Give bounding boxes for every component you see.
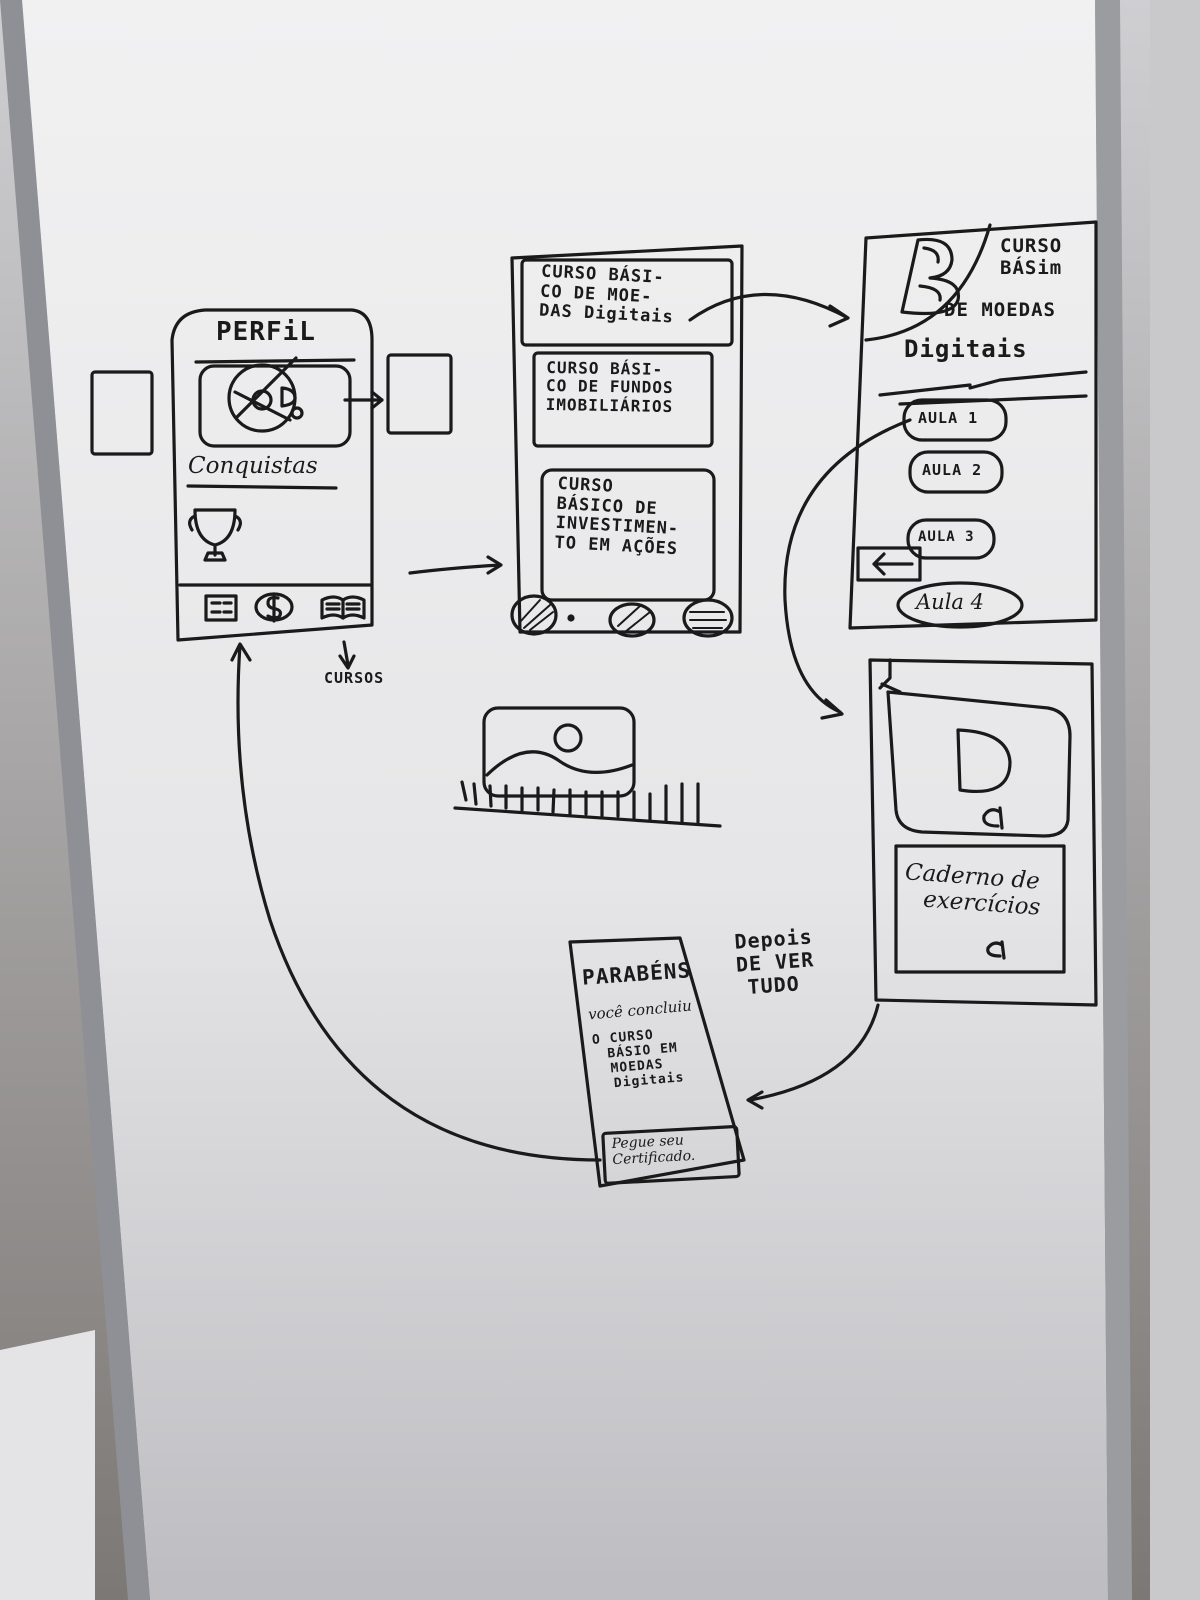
coin-icon[interactable] bbox=[254, 592, 294, 623]
right-frame-rail bbox=[1095, 0, 1132, 1600]
completion-to-perfil-arrow bbox=[230, 642, 602, 1162]
perfil-header-divider bbox=[194, 358, 356, 364]
course-card-acoes[interactable] bbox=[540, 468, 716, 602]
course-card-moedas[interactable] bbox=[520, 258, 734, 347]
lesson-1-button[interactable] bbox=[902, 398, 1008, 442]
list-icon[interactable] bbox=[204, 594, 238, 622]
detail-title-line-1: CURSO bbox=[1000, 235, 1063, 257]
course-list-phone-frame bbox=[510, 244, 744, 634]
detail-title-line-2: BÁSim bbox=[1000, 256, 1063, 279]
course-fundos-line-3: IMOBILIÁRIOS bbox=[545, 394, 674, 416]
course-card-moedas-text: CURSO BÁSI- CO DE MOE- DAS Digitais bbox=[539, 262, 677, 329]
lesson-3-label: AULA 3 bbox=[918, 529, 975, 545]
nav-circle-1[interactable] bbox=[510, 594, 558, 636]
right-wall bbox=[1150, 0, 1200, 1600]
course-detail-phone-frame bbox=[848, 220, 1098, 630]
caderno-exercicios-card[interactable] bbox=[894, 844, 1066, 974]
cursos-arrow bbox=[338, 640, 356, 670]
side-note: Depois DE VER TUDO bbox=[734, 924, 817, 999]
lesson-4-button[interactable] bbox=[896, 581, 1024, 629]
certificate-button[interactable] bbox=[601, 1125, 741, 1185]
course-card-fundos-text: CURSO BÁSI- CO DE FUNDOS IMOBILIÁRIOS bbox=[545, 358, 675, 416]
back-arrow-icon[interactable] bbox=[856, 546, 922, 582]
next-screen-frame bbox=[386, 353, 453, 435]
lesson-2-button[interactable] bbox=[908, 450, 1004, 494]
left-frame-rail bbox=[0, 0, 150, 1600]
video-logo-icon bbox=[956, 728, 1012, 830]
perfil-title: PERFiL bbox=[216, 317, 316, 347]
congrats-course-text: O CURSO BÁSIO EM MOEDAS Digitais bbox=[591, 1026, 685, 1093]
course-card-fundos[interactable] bbox=[532, 351, 714, 448]
image-placeholder-icon bbox=[453, 706, 722, 828]
detail-title-part-3: Digitais bbox=[904, 335, 1028, 363]
lesson-1-label: AULA 1 bbox=[918, 409, 979, 427]
detail-to-lesson-arrow bbox=[783, 418, 912, 720]
conquistas-underline bbox=[186, 484, 338, 490]
book-icon[interactable] bbox=[320, 595, 366, 620]
lesson-back-icon[interactable] bbox=[878, 658, 902, 694]
lesson-to-completion-arrow bbox=[746, 1003, 880, 1110]
lesson-phone-frame bbox=[868, 658, 1098, 1007]
bitcoin-logo-icon bbox=[900, 237, 961, 316]
lesson-4-label: Aula 4 bbox=[916, 590, 984, 614]
lesson-2-label: AULA 2 bbox=[922, 461, 983, 479]
detail-header-curve bbox=[864, 223, 992, 342]
perfil-phone-frame bbox=[170, 308, 374, 642]
nav-circle-3[interactable] bbox=[682, 598, 734, 638]
certificate-button-label[interactable]: Pegue seu Certificado. bbox=[611, 1132, 695, 1168]
course-card-acoes-text: CURSO BÁSICO DE INVESTIMEN- TO EM AÇÕES bbox=[554, 474, 682, 560]
profile-avatar-icon bbox=[227, 356, 304, 433]
previous-screen-frame bbox=[90, 370, 154, 456]
detail-divider-lines bbox=[878, 370, 1088, 406]
whiteboard bbox=[22, 0, 1108, 1600]
perfil-to-next-arrow bbox=[343, 390, 384, 410]
nav-circle-2[interactable] bbox=[608, 602, 656, 638]
trophy-icon bbox=[188, 508, 242, 562]
cursos-label: CURSOS bbox=[324, 669, 385, 687]
perfil-to-list-arrow bbox=[408, 555, 503, 575]
list-to-detail-arrow bbox=[688, 292, 850, 328]
caderno-text: Caderno de exercícios bbox=[902, 859, 1043, 921]
detail-title-part-1: CURSO BÁSim bbox=[1000, 235, 1063, 280]
video-player-frame[interactable] bbox=[886, 690, 1072, 838]
course-list-bottom-nav bbox=[510, 594, 734, 638]
detail-title-part-2: DE MOEDAS bbox=[944, 299, 1056, 321]
conquistas-heading: Conquistas bbox=[188, 453, 318, 479]
lesson-3-button[interactable] bbox=[906, 518, 996, 560]
shelf bbox=[0, 1330, 95, 1600]
completion-phone-frame bbox=[568, 936, 746, 1188]
caderno-logo-icon bbox=[986, 940, 1006, 960]
